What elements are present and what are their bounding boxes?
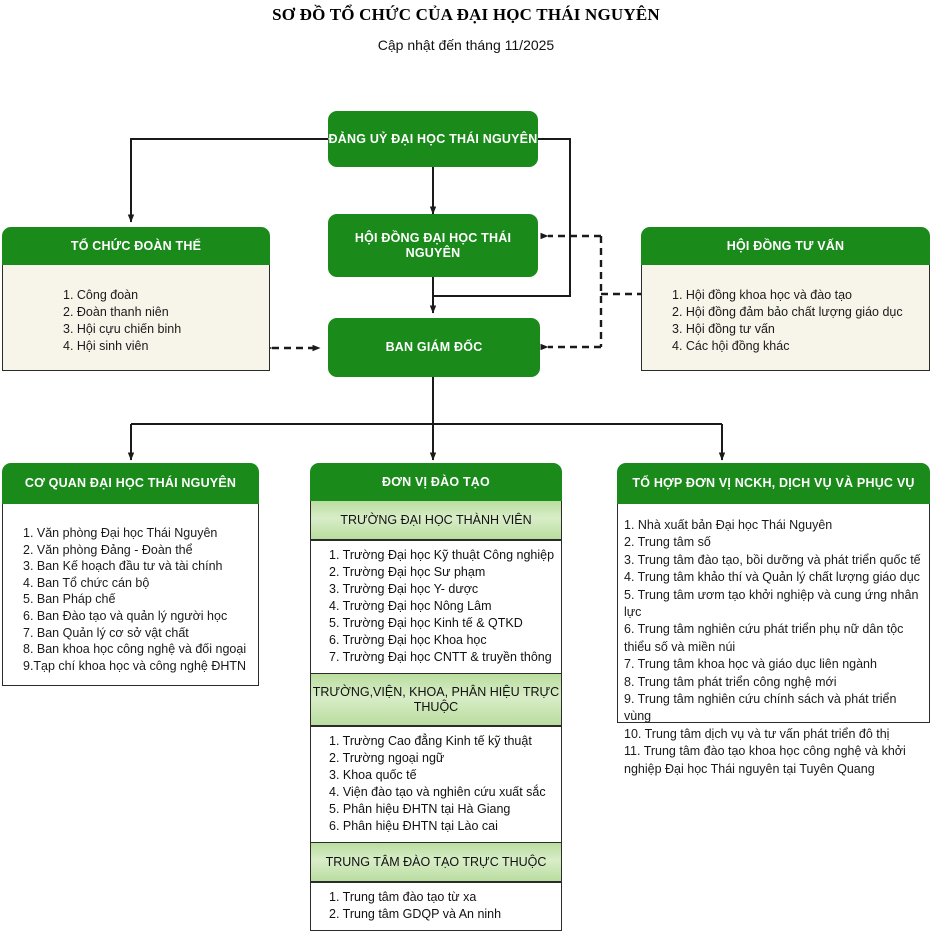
mass-organizations-title: TỔ CHỨC ĐOÀN THỂ — [2, 227, 270, 265]
list-item: 3. Hội cựu chiến binh — [63, 322, 182, 336]
list-item: 5. Trường Đại học Kinh tế & QTKD — [329, 616, 523, 630]
list-item: 1. Trường Đại học Kỹ thuật Công nghiệp — [329, 548, 555, 562]
node-mass-organizations[interactable]: TỔ CHỨC ĐOÀN THỂ 1. Công đoàn 2. Đoàn tha… — [2, 227, 270, 371]
list-item: 3. Trường Đại học Y- dược — [329, 582, 479, 596]
list-item: 3. Khoa quốc tế — [329, 768, 417, 782]
list-item: 7. Trung tâm khoa học và giáo dục liên n… — [624, 657, 877, 672]
list-item: 5. Trung tâm ươm tạo khởi nghiệp và cung… — [624, 587, 919, 620]
research-service-units-title: TỔ HỢP ĐƠN VỊ NCKH, DỊCH VỤ VÀ PHỤC VỤ — [617, 463, 930, 504]
list-item: 3. Ban Kế hoạch đầu tư và tài chính — [23, 559, 223, 574]
list-item: 1. Trường Cao đẳng Kinh tế kỹ thuật — [329, 734, 532, 748]
list-item: 3. Trung tâm đào tạo, bồi dưỡng và phát … — [624, 552, 921, 567]
list-item: 6. Trường Đại học Khoa học — [329, 633, 487, 647]
list-item: 1. Nhà xuất bản Đại học Thái Nguyên — [624, 518, 833, 532]
node-advisory-council[interactable]: HỘI ĐỒNG TƯ VẤN 1. Hội đồng khoa học và … — [641, 227, 930, 371]
list-item: 4. Hội sinh viên — [63, 339, 149, 353]
node-party-committee[interactable]: ĐẢNG UỶ ĐẠI HỌC THÁI NGUYÊN — [328, 111, 538, 167]
list-item: 4. Trung tâm khảo thí và Quản lý chất lư… — [624, 570, 920, 585]
agency-items: 1. Văn phòng Đại học Thái Nguyên 2. Văn p… — [23, 525, 258, 674]
advisory-council-list: 1. Hội đồng khoa học và đào tạo 2. Hội đồ… — [641, 265, 930, 371]
list-item: 9.Tạp chí khoa học và công nghệ ĐHTN — [23, 658, 247, 673]
advisory-council-title: HỘI ĐỒNG TƯ VẤN — [641, 227, 930, 265]
party-committee-title: ĐẢNG UỶ ĐẠI HỌC THÁI NGUYÊN — [328, 111, 538, 167]
mass-organizations-list: 1. Công đoàn 2. Đoàn thanh niên 3. Hội cựu… — [2, 265, 270, 371]
advisory-council-items: 1. Hội đồng khoa học và đào tạo 2. Hội đồ… — [672, 287, 929, 355]
training-group-list: 1. Trung tâm đào tạo từ xa 2. Trung tâm G… — [310, 882, 562, 931]
node-training-units[interactable]: ĐƠN VỊ ĐÀO TẠO TRƯỜNG ĐẠI HỌC THÀNH VIÊN… — [310, 463, 562, 931]
research-service-units-items: 1. Nhà xuất bản Đại học Thái Nguyên 2. Tr… — [624, 517, 925, 778]
list-item: 6. Ban Đào tạo và quản lý người học — [23, 608, 228, 623]
university-council-title: HỘI ĐỒNG ĐẠI HỌC THÁI NGUYÊN — [328, 214, 538, 277]
list-item: 2. Trung tâm số — [624, 535, 711, 550]
list-item: 1. Công đoàn — [63, 288, 139, 302]
list-item: 4. Trường Đại học Nông Lâm — [329, 599, 492, 613]
agency-title: CƠ QUAN ĐẠI HỌC THÁI NGUYÊN — [2, 463, 259, 504]
list-item: 2. Trung tâm GDQP và An ninh — [329, 907, 502, 921]
list-item: 7. Ban Quản lý cơ sở vật chất — [23, 625, 189, 640]
list-item: 2. Hội đồng đảm bảo chất lượng giáo dục — [672, 305, 903, 319]
list-item: 2. Trường Đại học Sư phạm — [329, 565, 486, 579]
list-item: 4. Viện đào tạo và nghiên cứu xuất sắc — [329, 785, 546, 799]
node-agency[interactable]: CƠ QUAN ĐẠI HỌC THÁI NGUYÊN 1. Văn phòng… — [2, 463, 259, 686]
page-title: SƠ ĐỒ TỔ CHỨC CỦA ĐẠI HỌC THÁI NGUYÊN — [272, 5, 660, 24]
list-item: 1. Văn phòng Đại học Thái Nguyên — [23, 526, 218, 540]
node-board-of-directors[interactable]: BAN GIÁM ĐỐC — [328, 318, 540, 377]
list-item: 6. Phân hiệu ĐHTN tại Lào cai — [329, 819, 498, 833]
node-university-council[interactable]: HỘI ĐỒNG ĐẠI HỌC THÁI NGUYÊN — [328, 214, 538, 277]
training-group-subtitle: TRƯỜNG,VIỆN, KHOA, PHÂN HIỆU TRỰC THUỘC — [310, 674, 562, 726]
list-item: 2. Đoàn thanh niên — [63, 305, 169, 319]
research-service-units-list: 1. Nhà xuất bản Đại học Thái Nguyên 2. Tr… — [617, 504, 930, 776]
list-item: 10. Trung tâm dịch vụ và tư vấn phát tri… — [624, 726, 890, 741]
list-item: 2. Trường ngoại ngữ — [329, 751, 445, 765]
list-item: 6. Trung tâm nghiên cứu phát triển phụ n… — [624, 622, 904, 654]
training-group-subtitle: TRUNG TÂM ĐÀO TẠO TRỰC THUỘC — [310, 843, 562, 882]
training-group-list: 1. Trường Cao đẳng Kinh tế kỹ thuật 2. Tr… — [310, 726, 562, 843]
list-item: 5. Ban Pháp chế — [23, 592, 116, 607]
list-item: 2. Văn phòng Đảng - Đoàn thể — [23, 542, 193, 557]
training-group-list: 1. Trường Đại học Kỹ thuật Công nghiệp 2.… — [310, 540, 562, 674]
training-units-title: ĐƠN VỊ ĐÀO TẠO — [310, 463, 562, 501]
wire-party-to-mass-organizations — [127, 138, 328, 223]
org-chart-canvas: SƠ ĐỒ TỔ CHỨC CỦA ĐẠI HỌC THÁI NGUYÊN Cậ… — [2, 5, 930, 931]
list-item: 8. Trung tâm phát triển công nghệ mới — [624, 674, 837, 689]
list-item: 7. Trường Đại học CNTT & truyền thông — [329, 650, 552, 664]
page-subtitle: Cập nhật đến tháng 11/2025 — [377, 37, 555, 53]
list-item: 5. Phân hiệu ĐHTN tại Hà Giang — [329, 802, 511, 816]
node-research-service-units[interactable]: TỔ HỢP ĐƠN VỊ NCKH, DỊCH VỤ VÀ PHỤC VỤ 1… — [617, 463, 930, 776]
list-item: 11. Trung tâm đào tạo khoa học công nghệ… — [624, 744, 906, 776]
list-item: 9. Trung tâm nghiên cứu chính sách và ph… — [624, 692, 897, 724]
board-of-directors-title: BAN GIÁM ĐỐC — [328, 318, 540, 377]
list-item: 4. Ban Tổ chức cán bộ — [23, 575, 150, 590]
list-item: 8. Ban khoa học công nghệ và đối ngoại — [23, 642, 247, 657]
agency-list: 1. Văn phòng Đại học Thái Nguyên 2. Văn p… — [2, 504, 259, 686]
list-item: 3. Hội đồng tư vấn — [672, 322, 775, 336]
mass-organizations-items: 1. Công đoàn 2. Đoàn thanh niên 3. Hội cựu… — [63, 287, 269, 355]
list-item: 4. Các hội đồng khác — [672, 339, 790, 353]
list-item: 1. Trung tâm đào tạo từ xa — [329, 890, 477, 904]
list-item: 1. Hội đồng khoa học và đào tạo — [672, 288, 852, 302]
training-group-subtitle: TRƯỜNG ĐẠI HỌC THÀNH VIÊN — [310, 501, 562, 540]
